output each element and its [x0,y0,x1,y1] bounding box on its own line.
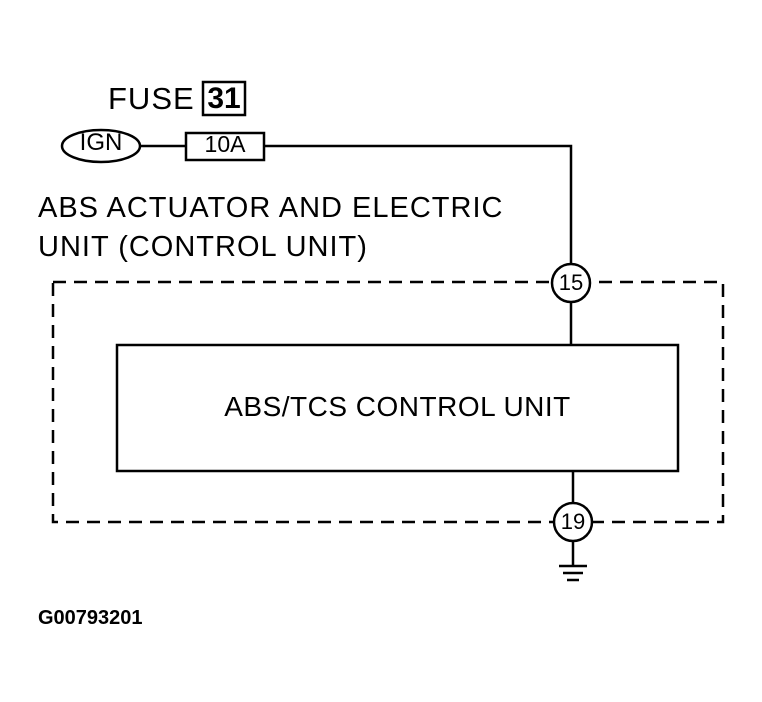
wire-fuse-to-pin-15 [264,144,573,264]
control-unit-box [115,343,680,473]
ign-label: IGN [79,129,123,156]
fuse-label: FUSE [108,81,195,116]
component-dashed-outline [51,280,725,524]
fuse-number-box [201,80,247,117]
fuse-rating: 10A [204,131,246,157]
fuse-number: 31 [207,82,241,115]
pin-15-label: 15 [558,270,584,295]
component-title-line-2: UNIT (CONTROL UNIT) [38,231,368,263]
component-title-line-1: ABS ACTUATOR AND ELECTRIC [38,192,504,224]
ground-icon [559,564,587,582]
control-unit-label: ABS/TCS CONTROL UNIT [224,391,571,422]
figure-id: G00793201 [38,607,143,629]
pin-19-label: 19 [560,509,586,534]
